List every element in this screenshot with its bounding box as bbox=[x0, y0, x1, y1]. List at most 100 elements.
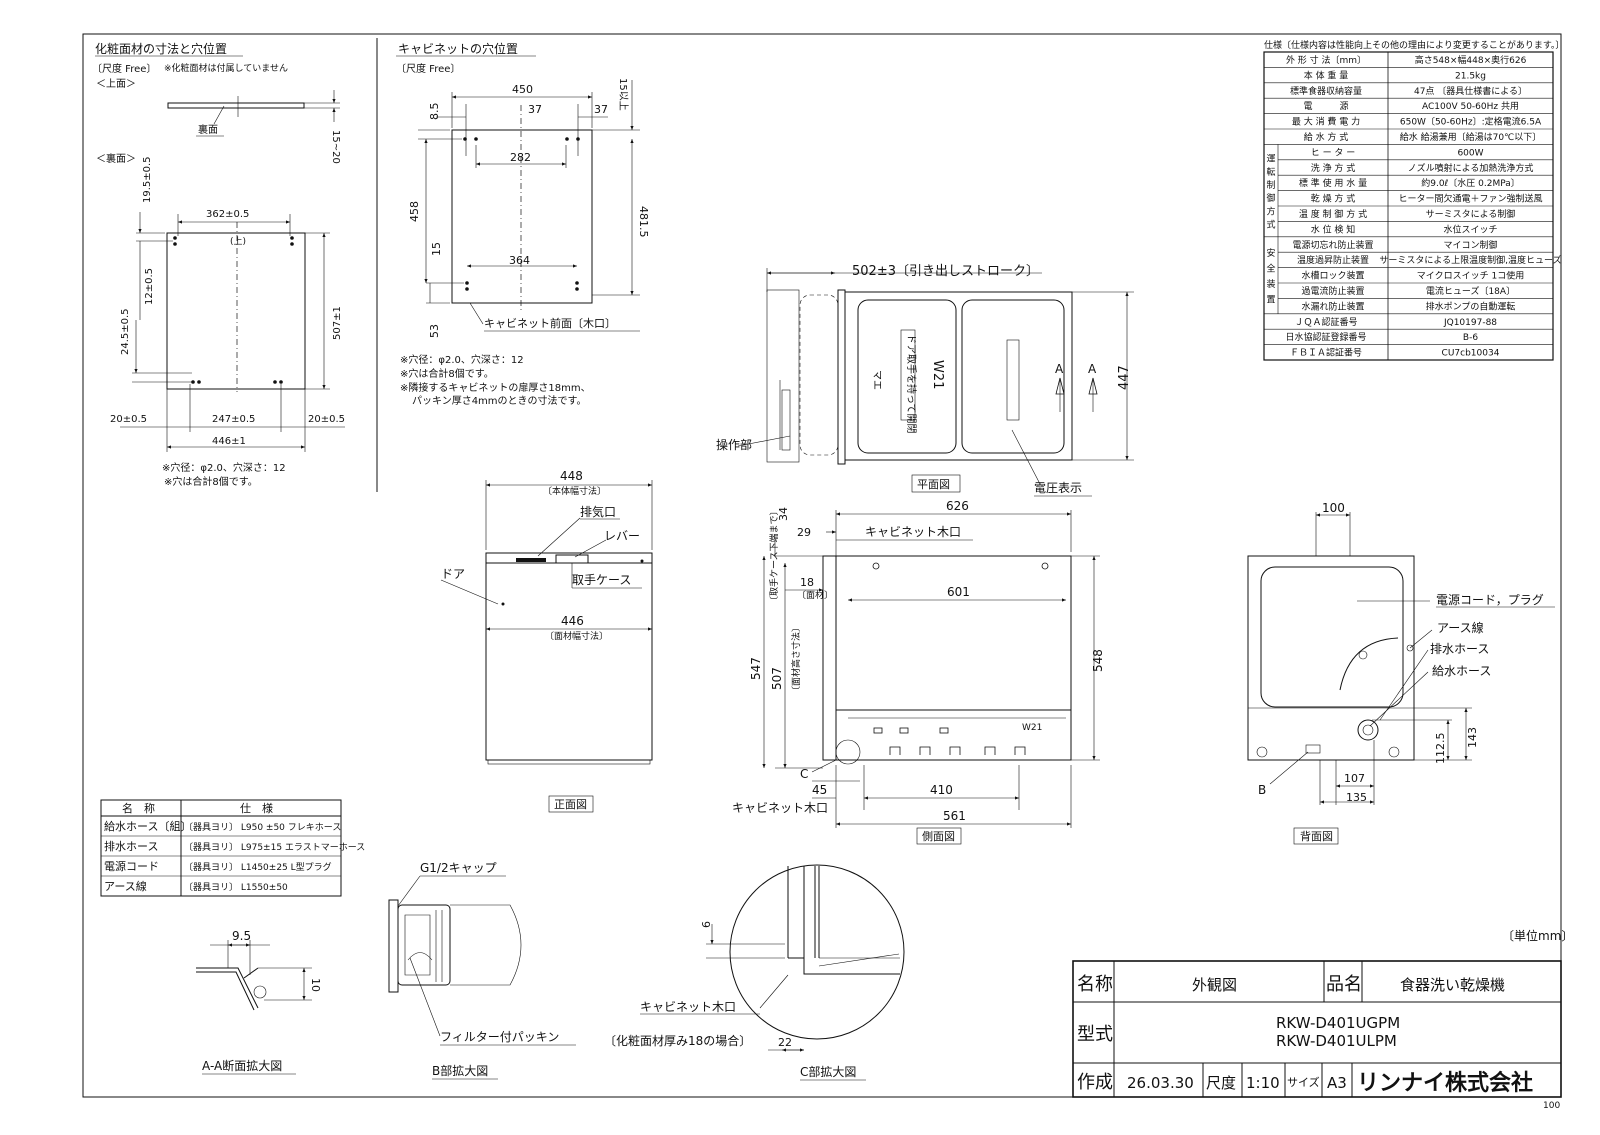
svg-text:24.5±0.5: 24.5±0.5 bbox=[120, 308, 131, 355]
spec-group-label: 転 bbox=[1266, 167, 1275, 178]
plan-view: 502±3〔引き出しストローク〕 ドア取手を持って開閉 W21 マエ 447 A… bbox=[716, 264, 1134, 497]
spec-cell: 水位スイッチ bbox=[1443, 223, 1497, 235]
spec-cell: ＦＢＩＡ認証番号 bbox=[1290, 347, 1362, 359]
spec-cell: 外 形 寸 法〔mm〕 bbox=[1286, 54, 1366, 66]
spec-group-label: 全 bbox=[1266, 263, 1275, 275]
svg-text:マエ: マエ bbox=[871, 370, 882, 390]
parts-table: 名 称 仕 様 給水ホース〔組〕 〔器具ヨリ〕 L950 ±50 フレキホース … bbox=[100, 799, 365, 897]
svg-text:取手ケース: 取手ケース bbox=[572, 573, 631, 587]
svg-text:502±3〔引き出しストローク〕: 502±3〔引き出しストローク〕 bbox=[852, 264, 1039, 279]
spec-cell: 600W bbox=[1457, 148, 1483, 158]
back-side-label: 裏面 bbox=[198, 123, 218, 136]
spec-cell: 標準食器収納容量 bbox=[1290, 85, 1362, 97]
svg-text:107: 107 bbox=[1344, 772, 1365, 785]
svg-text:446: 446 bbox=[561, 614, 584, 628]
spec-cell: 排水ポンプの自動運転 bbox=[1426, 300, 1516, 312]
svg-text:C部拡大図: C部拡大図 bbox=[800, 1064, 856, 1079]
svg-text:排水ホース: 排水ホース bbox=[104, 839, 158, 853]
svg-text:A-A断面拡大図: A-A断面拡大図 bbox=[202, 1058, 282, 1073]
spec-cell: 水漏れ防止装置 bbox=[1301, 300, 1364, 312]
title-block: 名称 外観図 品名 食器洗い乾燥機 型式 RKW-D401UGPM RKW-D4… bbox=[1072, 960, 1562, 1098]
svg-text:547: 547 bbox=[749, 657, 763, 680]
spec-group-label: 運 bbox=[1266, 154, 1275, 165]
svg-text:410: 410 bbox=[930, 783, 953, 797]
svg-text:〔面材幅寸法〕: 〔面材幅寸法〕 bbox=[545, 630, 608, 642]
svg-text:601: 601 bbox=[947, 585, 970, 599]
spec-cell: 給 水 方 式 bbox=[1304, 131, 1349, 143]
spec-cell: 約9.0ℓ〔水圧 0.2MPa〕 bbox=[1421, 177, 1520, 189]
spec-cell: 電流ヒューズ〔18A〕 bbox=[1426, 285, 1515, 297]
cabinet-section: キャビネットの穴位置 〔尺度 Free〕 450 37 37 282 8.5 4… bbox=[396, 41, 650, 407]
top-face-label: ＜上面＞ bbox=[96, 78, 136, 90]
spec-cell: 最 大 消 費 電 力 bbox=[1292, 116, 1360, 128]
svg-text:〔本体幅寸法〕: 〔本体幅寸法〕 bbox=[543, 485, 606, 497]
svg-text:53: 53 bbox=[428, 324, 441, 338]
svg-text:A3: A3 bbox=[1327, 1074, 1347, 1092]
svg-text:12±0.5: 12±0.5 bbox=[144, 268, 155, 305]
spec-cell: 電源切忘れ防止装置 bbox=[1292, 239, 1373, 251]
svg-text:給水ホース: 給水ホース bbox=[1432, 664, 1491, 678]
panel-back bbox=[166, 232, 306, 390]
side-view: 626 34 29 キャビネット木口 W21 18 〔面材〕 601 547 〔… bbox=[732, 499, 1105, 845]
svg-text:電源コード，プラグ: 電源コード，プラグ bbox=[1436, 593, 1544, 607]
spec-cell: CU7cb10034 bbox=[1442, 349, 1500, 359]
svg-text:448: 448 bbox=[560, 469, 583, 483]
spec-cell: 650W〔50-60Hz〕:定格電流6.5A bbox=[1400, 116, 1542, 128]
spec-cell: 21.5kg bbox=[1455, 71, 1486, 81]
spec-cell: 47点 〔器具仕様書による〕 bbox=[1414, 85, 1527, 97]
panel-scale-note: 〔尺度 Free〕 bbox=[92, 62, 156, 75]
spec-cell: 高さ548×幅448×奥行626 bbox=[1415, 54, 1527, 66]
aa-section-view: 9.5 10 A-A断面拡大図 bbox=[196, 929, 322, 1075]
spec-cell: 日水協認証登録番号 bbox=[1285, 331, 1366, 343]
svg-text:B部拡大図: B部拡大図 bbox=[432, 1063, 488, 1078]
svg-text:電圧表示: 電圧表示 bbox=[1034, 481, 1082, 495]
svg-text:〔化粧面材厚み18の場合〕: 〔化粧面材厚み18の場合〕 bbox=[604, 1033, 751, 1048]
svg-text:〔面材高さ寸法〕: 〔面材高さ寸法〕 bbox=[790, 623, 802, 695]
svg-text:キャビネット木口: キャビネット木口 bbox=[865, 525, 961, 539]
spec-cell: サーミスタによる制御 bbox=[1426, 208, 1516, 220]
sheet-border bbox=[82, 33, 1562, 1098]
front-view: 448 〔本体幅寸法〕 排気口 レバー ドア 取手ケース 446 〔面材幅寸法〕… bbox=[440, 469, 653, 813]
spec-cell: ヒーター間欠通電＋ファン強制送風 bbox=[1398, 193, 1542, 205]
spec-cell: 過電流防止装置 bbox=[1301, 285, 1364, 297]
svg-text:15~20: 15~20 bbox=[330, 130, 341, 164]
svg-text:アース線: アース線 bbox=[1437, 620, 1484, 635]
svg-text:名称: 名称 bbox=[1077, 974, 1113, 995]
svg-text:15以上: 15以上 bbox=[617, 78, 629, 111]
svg-text:143: 143 bbox=[1466, 727, 1479, 748]
spec-group-label: 式 bbox=[1266, 219, 1275, 231]
svg-text:8.5: 8.5 bbox=[428, 103, 441, 121]
svg-text:29: 29 bbox=[797, 526, 811, 539]
svg-text:※穴径：φ2.0、穴深さ：12: ※穴径：φ2.0、穴深さ：12 bbox=[162, 461, 286, 474]
svg-text:561: 561 bbox=[943, 809, 966, 823]
svg-text:〔面材〕: 〔面材〕 bbox=[797, 589, 833, 601]
spec-table: 仕様〔仕様内容は性能向上その他の理由により変更することがあります。〕 外 形 寸… bbox=[1263, 39, 1564, 361]
svg-text:112.5: 112.5 bbox=[1434, 733, 1447, 765]
spec-group-label: 置 bbox=[1266, 294, 1275, 305]
svg-text:※隣接するキャビネットの扉厚さ18mm、: ※隣接するキャビネットの扉厚さ18mm、 bbox=[400, 381, 591, 394]
svg-text:447: 447 bbox=[1117, 365, 1132, 390]
svg-text:尺度: 尺度 bbox=[1206, 1074, 1236, 1092]
spec-cell: ＪＱＡ認証番号 bbox=[1294, 316, 1357, 328]
spec-group-label: 安 bbox=[1266, 247, 1275, 259]
svg-text:20±0.5: 20±0.5 bbox=[110, 414, 147, 425]
spec-cell: 電 源 bbox=[1303, 101, 1348, 112]
spec-cell: 水槽ロック装置 bbox=[1301, 270, 1364, 282]
svg-text:作成: 作成 bbox=[1077, 1072, 1113, 1093]
spec-cell: 温度過昇防止装置 bbox=[1297, 254, 1369, 266]
svg-text:ドア取手を持って開閉: ドア取手を持って開閉 bbox=[905, 334, 918, 434]
svg-text:名 称: 名 称 bbox=[122, 801, 155, 815]
svg-text:〔尺度 Free〕: 〔尺度 Free〕 bbox=[396, 62, 460, 75]
svg-text:507: 507 bbox=[770, 667, 784, 690]
spec-group-label: 装 bbox=[1266, 278, 1275, 290]
door-sticker bbox=[900, 329, 916, 421]
svg-text:C: C bbox=[800, 767, 808, 781]
back-face-label: ＜裏面＞ bbox=[96, 152, 136, 165]
svg-text:食器洗い乾燥機: 食器洗い乾燥機 bbox=[1400, 976, 1505, 994]
svg-text:RKW-D401ULPM: RKW-D401ULPM bbox=[1276, 1032, 1397, 1050]
svg-text:446±1: 446±1 bbox=[212, 436, 246, 447]
svg-text:20±0.5: 20±0.5 bbox=[308, 414, 345, 425]
cabinet-outline bbox=[451, 129, 593, 304]
svg-text:37: 37 bbox=[594, 103, 608, 116]
